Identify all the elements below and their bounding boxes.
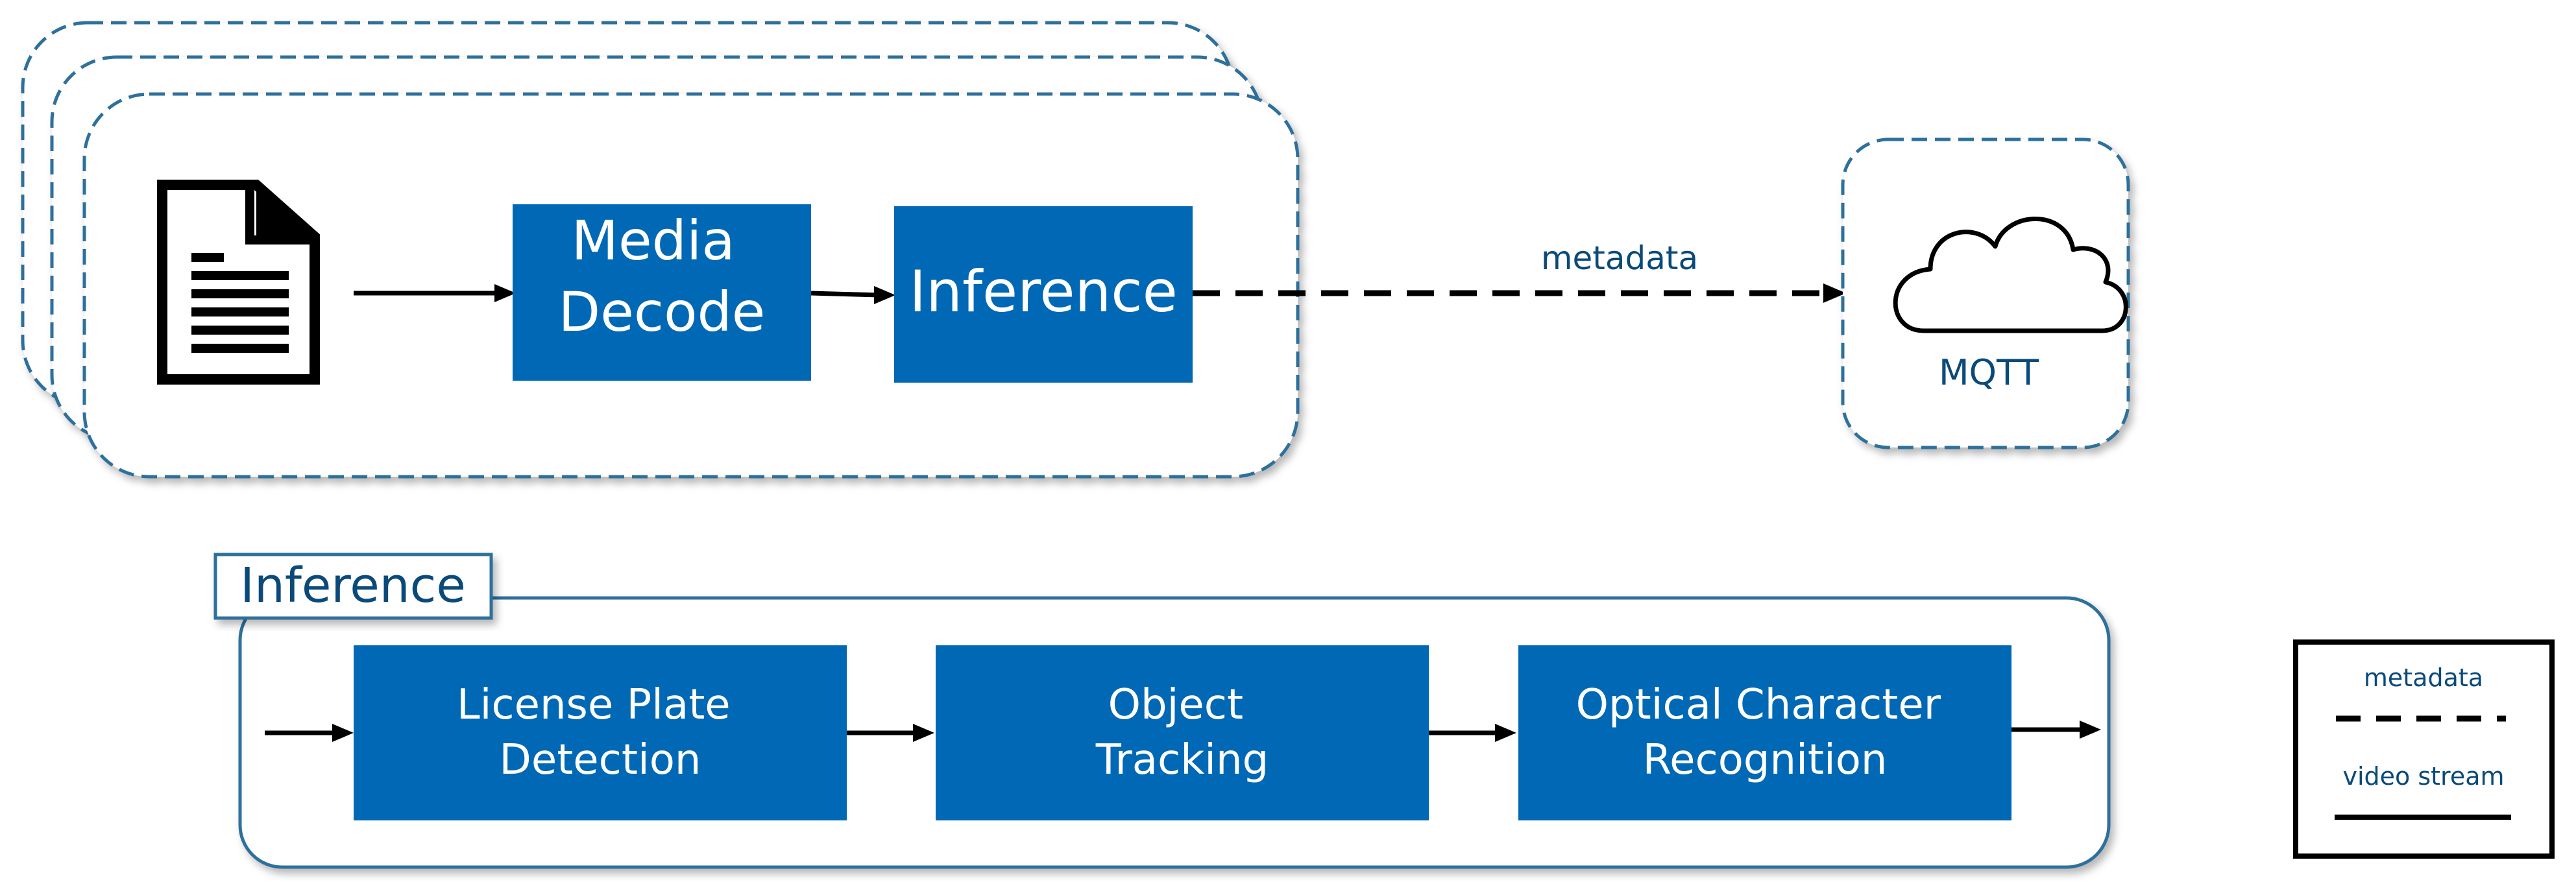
cloud-icon [1893, 217, 2128, 333]
legend-metadata-label: metadata [2364, 663, 2483, 692]
mqtt-label: MQTT [1939, 352, 2039, 393]
ocr-line-1: Optical Character [1576, 681, 1941, 729]
arrow-tracking-to-ocr [1429, 724, 1516, 742]
arrow-inference-to-mqtt [1193, 283, 1846, 303]
svg-text:Media Decode: Media Decode [559, 209, 766, 344]
license-plate-detection-block: License Plate Detection [354, 645, 847, 820]
document-icon [157, 180, 320, 385]
object-tracking-line-2: Tracking [1095, 736, 1269, 784]
svg-text:License Plate Detection: License Plate Detection [457, 681, 744, 784]
legend: metadata video stream [2293, 639, 2555, 859]
optical-character-recognition-block: Optical Character Recognition [1518, 645, 2011, 820]
metadata-connection-label: metadata [1541, 239, 1698, 277]
arrow-detection-to-tracking [847, 724, 934, 742]
license-plate-detection-line-2: Detection [500, 736, 701, 784]
object-tracking-line-1: Object [1108, 681, 1243, 729]
media-decode-label-line-2: Decode [559, 280, 766, 344]
object-tracking-block: Object Tracking [936, 645, 1429, 820]
inference-block: Inference [894, 206, 1193, 383]
svg-text:Optical Character Recogn: Optical Character Recognition [1576, 681, 1954, 784]
arrow-decode-to-inference [810, 286, 895, 304]
media-decode-label-line-1: Media [572, 209, 735, 272]
inference-detail-tab-label: Inference [240, 558, 466, 614]
arrow-into-detection [265, 724, 354, 742]
inference-detail-tab: Inference [213, 553, 493, 620]
inference-block-label: Inference [909, 258, 1178, 325]
media-decode-block: Media Decode [513, 204, 811, 381]
arrow-source-to-decode [354, 284, 516, 302]
legend-video-stream-label: video stream [2342, 762, 2504, 791]
arrow-ocr-output [2011, 721, 2101, 739]
svg-text:Object Tracking: Object Tracking [1095, 681, 1269, 784]
license-plate-detection-line-1: License Plate [457, 681, 731, 729]
ocr-line-2: Recognition [1643, 736, 1888, 784]
